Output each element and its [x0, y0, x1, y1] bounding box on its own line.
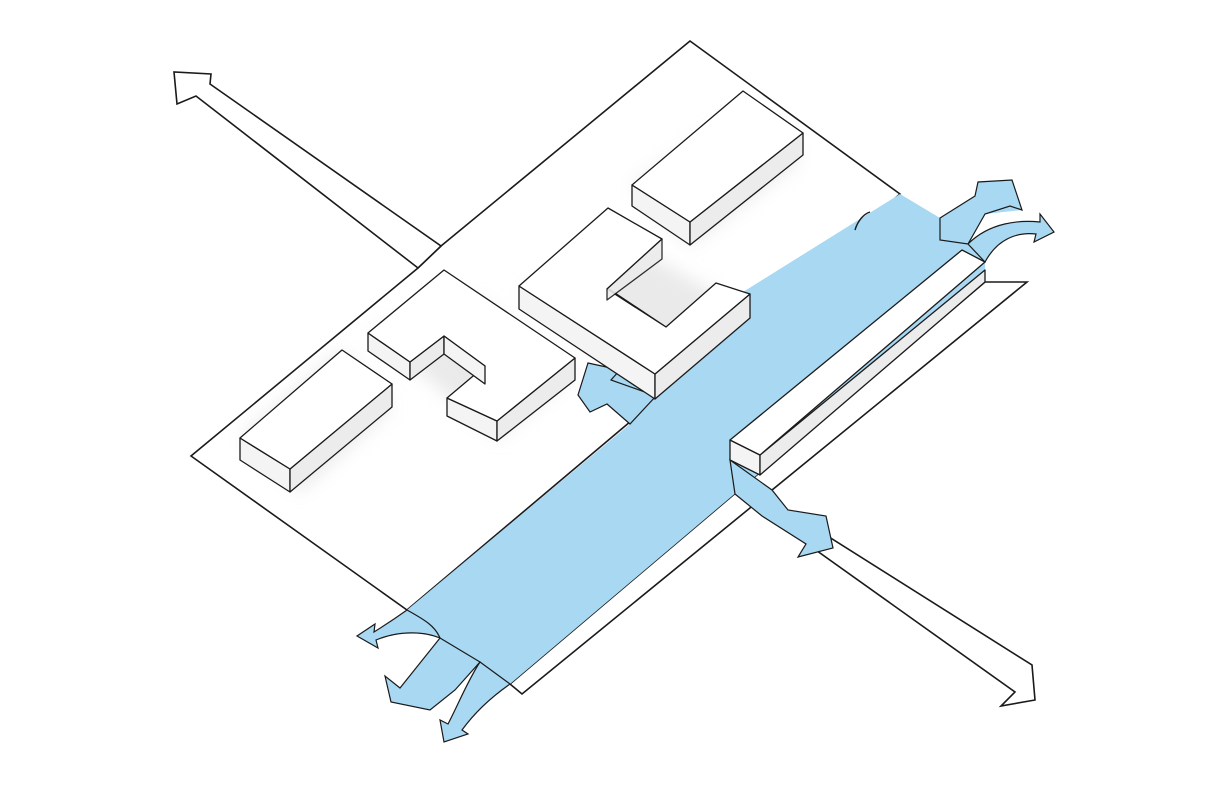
axis-arrow-southeast — [811, 536, 1036, 708]
building-left-bar — [239, 349, 393, 493]
building-corridor-bar — [729, 249, 986, 476]
flow-arrow-south-curved — [439, 661, 512, 743]
flow-arrows — [355, 179, 1055, 743]
flow-arrow-southwest-curved — [355, 609, 442, 650]
flow-arrow-southeast — [729, 458, 834, 558]
flow-arrow-northeast — [939, 179, 1023, 245]
flow-arrow-northeast-curved — [967, 212, 1055, 264]
axis-arrow-northwest — [173, 71, 443, 270]
flow-arrow-southwest — [384, 637, 481, 711]
flow-arrow-courtyard — [577, 362, 658, 425]
building-u-shape-left — [367, 269, 576, 442]
building-masses — [239, 90, 986, 493]
building-upper-bar — [631, 90, 804, 246]
blue-corridor — [407, 180, 1022, 684]
building-c-shape — [518, 207, 751, 400]
corridor-edge-arc — [854, 211, 871, 231]
